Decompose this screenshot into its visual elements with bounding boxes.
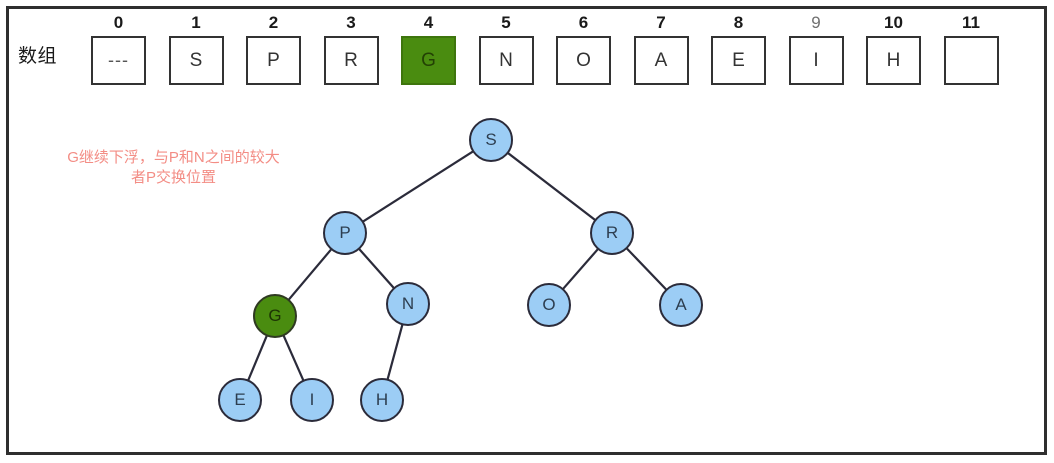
- tree-node-a: A: [659, 283, 703, 327]
- array-cell-value: [943, 36, 999, 85]
- tree-edge-s-p: [360, 149, 476, 224]
- tree-edge-g-e: [246, 333, 269, 383]
- tree-node-h: H: [360, 378, 404, 422]
- tree-node-label: R: [605, 223, 619, 242]
- array-cell-value-text: R: [344, 49, 358, 71]
- array-cell-index: 6: [578, 13, 589, 32]
- tree-edge-p-n: [356, 246, 397, 291]
- array-cell-index: 3: [346, 13, 356, 32]
- tree-node-s: S: [469, 118, 513, 162]
- array-cell-value-text: O: [576, 49, 591, 71]
- array-row-label: 数组: [18, 46, 58, 67]
- tree-node-label: O: [542, 295, 556, 314]
- array-cell-value-text: I: [813, 49, 819, 71]
- tree-node-o: O: [527, 283, 571, 327]
- tree-edge-r-o: [560, 246, 601, 292]
- array-cell-index: 8: [733, 13, 744, 32]
- tree-node-label: P: [339, 223, 351, 242]
- array-cell-value: N: [478, 36, 534, 85]
- array-cell-index: 4: [423, 13, 434, 32]
- array-cell-value: R: [323, 36, 379, 85]
- tree-node-i: I: [290, 378, 334, 422]
- tree-edge-s-r: [505, 150, 598, 223]
- array-cell-index: 2: [268, 13, 279, 32]
- tree-node-label: I: [309, 390, 315, 409]
- array-cell-index: 7: [656, 13, 666, 32]
- tree-node-label: N: [401, 294, 415, 313]
- array-cell-value: I: [788, 36, 844, 85]
- array-cell-index: 9: [811, 13, 821, 32]
- tree-node-label: H: [375, 390, 389, 409]
- array-cell-index: 10: [884, 13, 903, 32]
- array-cell-value: H: [866, 36, 921, 85]
- array-cell-value: E: [711, 36, 766, 85]
- array-cell-value: P: [246, 36, 301, 85]
- tree-edge-r-a: [624, 245, 669, 293]
- array-cell-value-text: E: [732, 49, 745, 71]
- array-cell-value: G: [401, 36, 456, 85]
- array-cell-value-text: P: [267, 49, 280, 71]
- tree-node-label: S: [485, 130, 497, 149]
- array-cell-value-text: S: [189, 49, 203, 71]
- tree-node-label: G: [268, 306, 282, 325]
- array-cell-value-text: A: [654, 49, 668, 71]
- array-cell-index: 1: [191, 13, 201, 32]
- tree-node-n: N: [386, 282, 430, 326]
- tree-edge-n-h: [385, 322, 405, 382]
- tree-node-p: P: [323, 211, 367, 255]
- array-cell-index: 11: [962, 13, 980, 32]
- array-cell-value: O: [556, 36, 611, 85]
- annotation-text: G继续下浮，与P和N之间的较大者P交换位置: [67, 149, 280, 186]
- array-cell-11: 11: [943, 12, 1000, 85]
- tree-node-e: E: [218, 378, 262, 422]
- tree-node-g: G: [253, 294, 297, 338]
- array-cell-value: S: [168, 36, 224, 85]
- tree-edge-g-i: [281, 332, 306, 384]
- tree-edge-p-g: [286, 246, 334, 303]
- array-cell-value-text: H: [886, 49, 901, 71]
- tree-node-label: E: [234, 390, 246, 409]
- tree-node-label: A: [675, 295, 687, 314]
- array-cell-value: A: [633, 36, 689, 85]
- array-cell-value: ---: [91, 36, 146, 85]
- array-cell-value-text: G: [421, 49, 436, 71]
- array-cell-index: 0: [113, 13, 124, 32]
- array-cell-0: 0 ---: [90, 12, 147, 85]
- array-cell-index: 5: [501, 13, 511, 32]
- array-cell-value-text: ---: [108, 50, 129, 70]
- tree-node-r: R: [590, 211, 634, 255]
- array-cell-value-text: N: [499, 49, 513, 71]
